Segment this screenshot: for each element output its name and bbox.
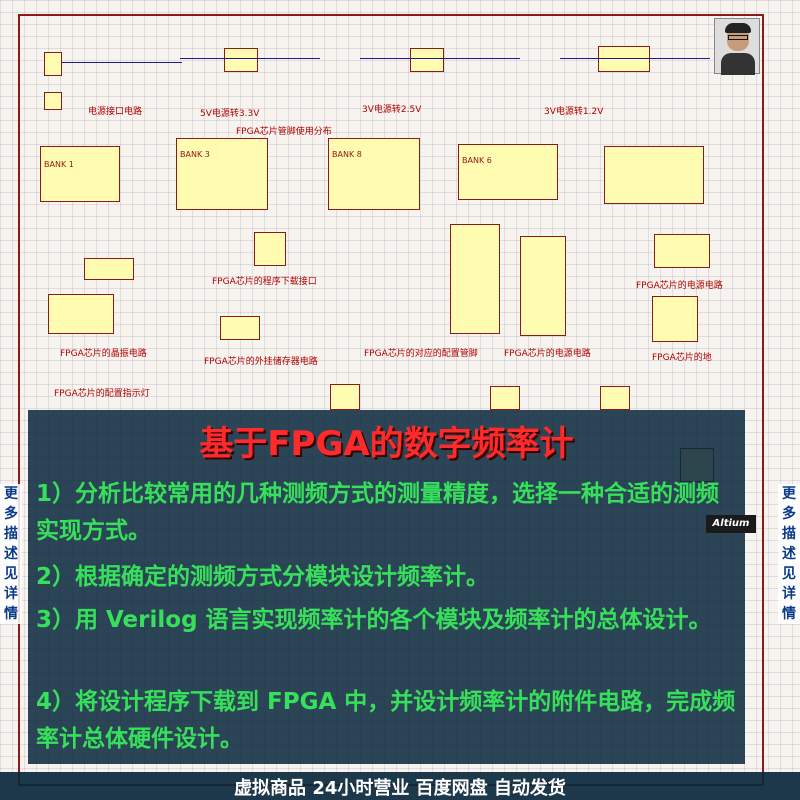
description-item-1: 1）分析比较常用的几种测频方式的测量精度，选择一种合适的测频实现方式。	[36, 481, 720, 544]
bank-3-label: BANK 3	[180, 150, 210, 159]
bank-1-label: BANK 1	[44, 160, 74, 169]
ic-block	[490, 386, 520, 410]
bank-8-label: BANK 8	[332, 150, 362, 159]
reg-3v3-label: 5V电源转3.3V	[200, 109, 260, 119]
avatar-glasses	[728, 35, 748, 40]
pin-distribution-label: FPGA芯片管脚使用分布	[236, 127, 332, 137]
power-connector	[44, 52, 62, 76]
bank-6-block	[458, 144, 558, 200]
power-switch	[44, 92, 62, 110]
author-avatar	[714, 18, 760, 75]
bank-8-block	[328, 138, 420, 210]
bank-6-label: BANK 6	[462, 156, 492, 165]
description-overlay	[28, 410, 745, 764]
flash-circuit-label: FPGA芯片的外挂储存器电路	[204, 357, 318, 367]
bank-1-block	[40, 146, 120, 202]
reg-1v2-label: 3V电源转1.2V	[544, 107, 604, 117]
bank-3-block	[176, 138, 268, 210]
config-led-label: FPGA芯片的配置指示灯	[54, 389, 150, 399]
bank-block	[604, 146, 704, 204]
download-header	[254, 232, 286, 266]
config-chip	[450, 224, 500, 334]
flash-chip	[220, 316, 260, 340]
ground-chip	[652, 296, 698, 342]
regulator-1v2	[598, 46, 650, 72]
avatar-body	[721, 53, 755, 75]
description-item-4: 4）将设计程序下载到 FPGA 中，并设计频率计的附件电路，完成频率计总体硬件设…	[36, 689, 736, 752]
clock-block	[48, 294, 114, 334]
regulator-2v5	[410, 48, 444, 72]
power-interface-label: 电源接口电路	[88, 107, 143, 117]
power-chip	[520, 236, 566, 336]
footer-bar	[0, 772, 800, 800]
power-chip-2	[654, 234, 710, 268]
power-circuit-2-label: FPGA芯片的电源电路	[636, 281, 723, 291]
footer-text: 虚拟商品 24小时营业 百度网盘 自动发货	[234, 778, 566, 799]
page-title: 基于FPGA的数字频率计	[199, 424, 574, 464]
wire	[560, 58, 710, 59]
side-tag-right: 更多描述见详情	[778, 484, 800, 624]
oscillator	[84, 258, 134, 280]
wire	[62, 62, 182, 63]
clock-circuit-label: FPGA芯片的晶振电路	[60, 349, 147, 359]
ic-block	[600, 386, 630, 410]
wire	[180, 58, 320, 59]
ground-label: FPGA芯片的地	[652, 353, 712, 363]
avatar-hair	[725, 23, 751, 33]
config-pins-label: FPGA芯片的对应的配置管脚	[364, 349, 478, 359]
reg-2v5-label: 3V电源转2.5V	[362, 105, 422, 115]
power-circuit-label: FPGA芯片的电源电路	[504, 349, 591, 359]
description-item-2: 2）根据确定的测频方式分模块设计频率计。	[36, 564, 490, 590]
download-interface-label: FPGA芯片的程序下载接口	[212, 277, 317, 287]
description-item-3: 3）用 Verilog 语言实现频率计的各个模块及频率计的总体设计。	[36, 607, 712, 633]
wire	[360, 58, 520, 59]
side-tag-left: 更多描述见详情	[0, 484, 22, 624]
regulator-3v3	[224, 48, 258, 72]
ic-block	[330, 384, 360, 410]
altium-logo: Altium	[706, 515, 756, 533]
